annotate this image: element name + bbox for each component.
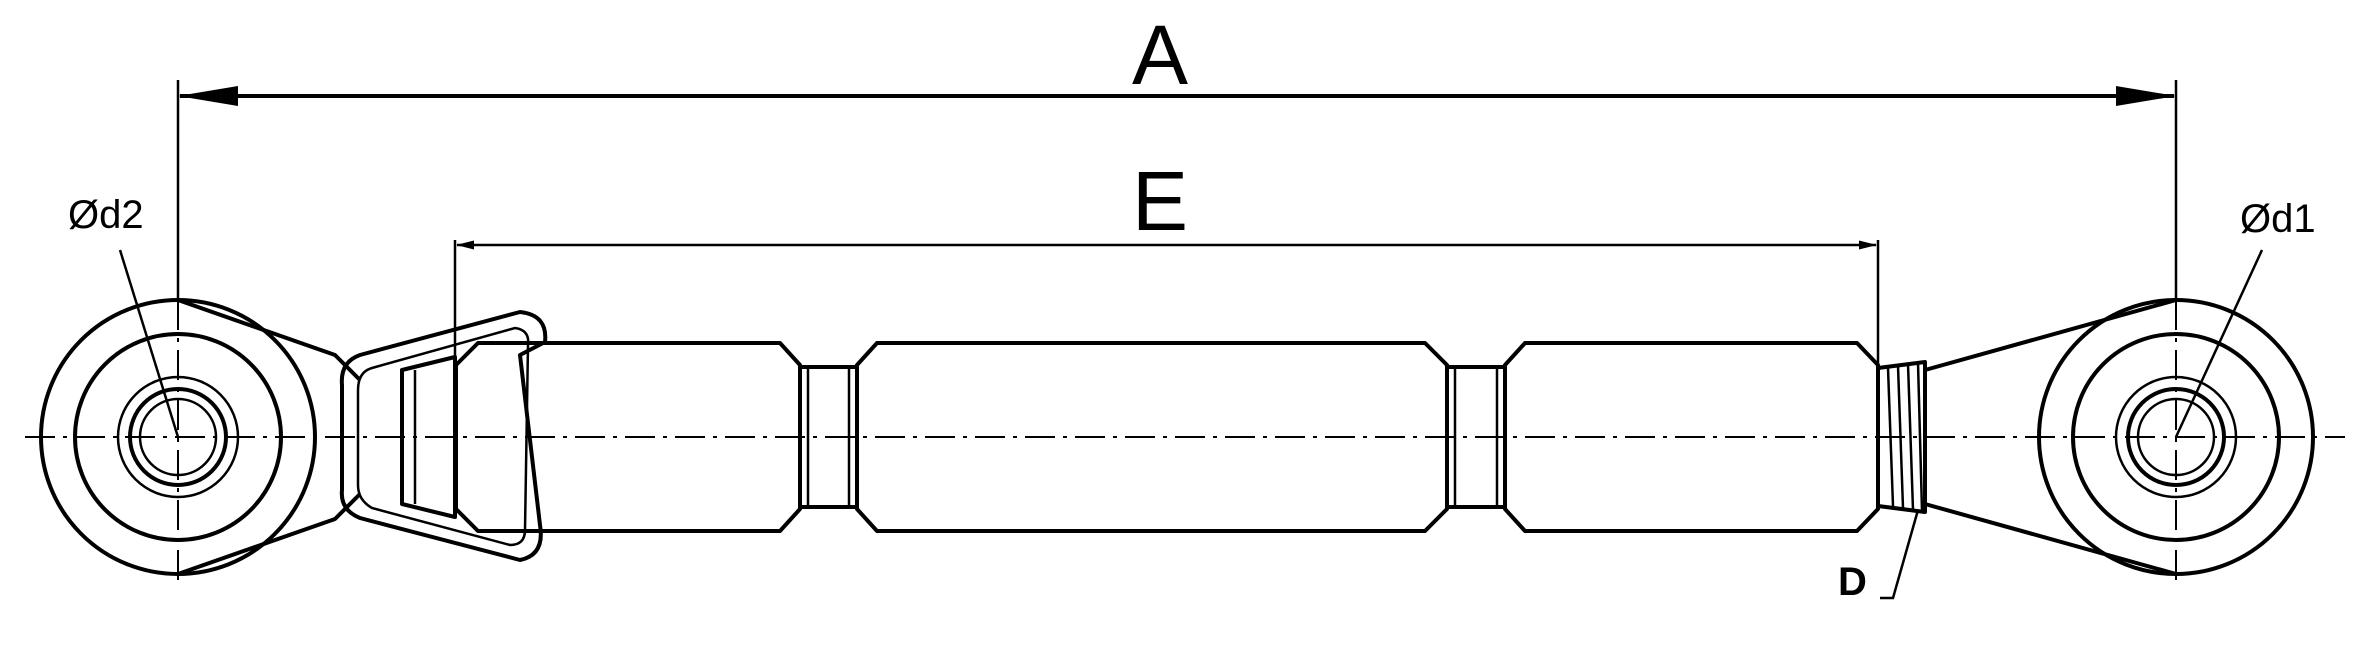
thread-section: D (1838, 360, 1927, 604)
tube-body (454, 341, 1880, 533)
dimension-a: A (176, 8, 2178, 300)
locking-handle (339, 310, 548, 562)
left-ball-end: Ød2 (39, 193, 362, 580)
thread-d-label: D (1838, 560, 1867, 604)
left-lock-nut (400, 355, 457, 519)
right-ball-end: Ød1 (1924, 197, 2316, 580)
dimension-e: E (453, 154, 1880, 370)
dimension-a-label: A (1132, 8, 1188, 102)
diameter-d1-label: Ød1 (2240, 197, 2316, 241)
diameter-d2-label: Ød2 (68, 193, 144, 237)
dimension-e-label: E (1132, 154, 1188, 248)
